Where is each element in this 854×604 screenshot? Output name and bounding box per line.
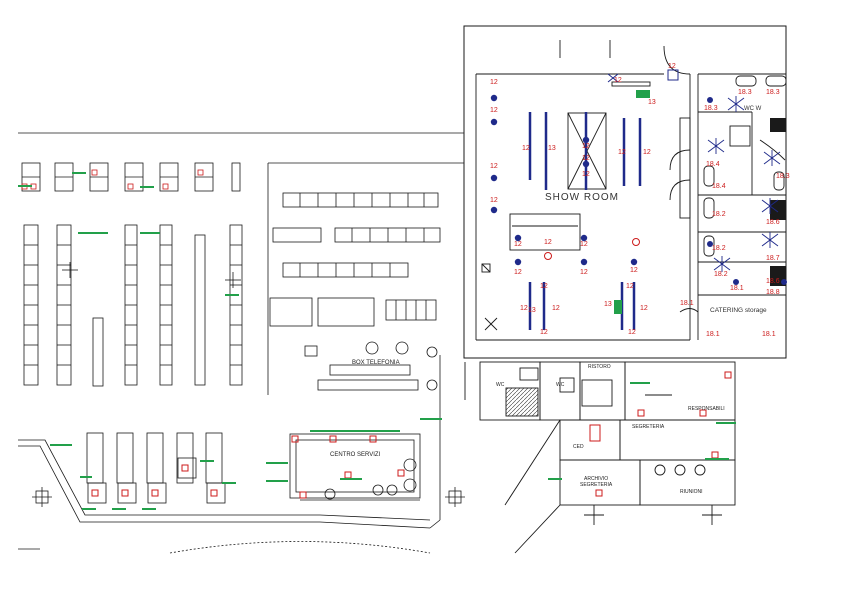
catering-storage-label: CATERING storage xyxy=(710,307,767,314)
tag-12-m: 12 xyxy=(514,241,522,248)
left-office-area xyxy=(18,132,465,387)
showroom-inset xyxy=(463,25,787,359)
tag-18-7-a: 18.7 xyxy=(766,255,780,262)
spot-devices xyxy=(490,94,787,285)
tag-12-g: 12 xyxy=(582,155,590,162)
tag-12-n: 12 xyxy=(544,239,552,246)
tag-18-5: 18.3 xyxy=(776,173,790,180)
tag-12-b: 12 xyxy=(490,107,498,114)
tag-12-l: 12 xyxy=(490,197,498,204)
exit-sign-icon-2 xyxy=(614,300,622,314)
tag-12-p: 12 xyxy=(514,269,522,276)
tag-18-8: 18.8 xyxy=(766,289,780,296)
ristoro-label: RISTORO xyxy=(588,364,611,370)
tag-12-t: 12 xyxy=(520,305,528,312)
lighting-tracks xyxy=(528,112,642,330)
showroom-tags: 12 12 12 12 13 12 13 12 12 12 12 12 12 1… xyxy=(490,63,790,338)
tag-18-1-a: 18.1 xyxy=(730,285,744,292)
tag-13-a: 13 xyxy=(648,99,656,106)
sprinkler-symbols xyxy=(707,96,781,272)
exit-sign-icon xyxy=(636,90,650,98)
tag-12-i: 12 xyxy=(618,149,626,156)
tag-13-c: 13 xyxy=(528,307,536,314)
box-telefonia-label: BOX TELEFONIA xyxy=(352,360,400,366)
centro-servizi-markers xyxy=(266,418,442,499)
tag-18-6-a: 18.6 xyxy=(766,219,780,226)
lower-right-offices xyxy=(464,361,736,554)
tag-12-u: 12 xyxy=(552,305,560,312)
wc-right-label: WC xyxy=(556,382,565,388)
tag-18-4-b: 18.4 xyxy=(712,183,726,190)
tag-12-h: 12 xyxy=(582,171,590,178)
tag-18-2-a: 18.2 xyxy=(712,211,726,218)
archivio-segreteria-label: SEGRETERIA xyxy=(580,482,613,488)
segreteria-label: SEGRETERIA xyxy=(632,424,665,430)
lower-left-area xyxy=(18,355,465,554)
tag-12-e: 12 xyxy=(522,145,530,152)
wc-left-label: WC xyxy=(496,382,505,388)
responsabili-label: RESPONSABILI xyxy=(688,406,725,412)
riunioni-label: RIUNIONI xyxy=(680,489,703,495)
tag-12-x: 12 xyxy=(640,305,648,312)
centro-servizi-area xyxy=(289,433,421,501)
tag-12-s: 12 xyxy=(540,283,548,290)
tag-18-3-a: 18.3 xyxy=(704,105,718,112)
tag-18-4-a: 18.4 xyxy=(706,161,720,168)
tag-13-b: 13 xyxy=(548,145,556,152)
tag-12-d: 12 xyxy=(668,63,676,70)
tag-12-w: 12 xyxy=(626,283,634,290)
tag-18-1-b: 18.1 xyxy=(680,300,694,307)
tag-13-d: 13 xyxy=(604,301,612,308)
tag-12-v: 12 xyxy=(540,329,548,336)
tag-12-k: 12 xyxy=(490,163,498,170)
tag-18-3-c: 18.3 xyxy=(766,89,780,96)
archivio-label: ARCHIVIO xyxy=(584,476,608,482)
tag-18-1-d: 18.1 xyxy=(762,331,776,338)
tag-18-2-c: 18.2 xyxy=(714,271,728,278)
centro-servizi-label: CENTRO SERVIZI xyxy=(330,452,381,458)
tag-12-q: 12 xyxy=(580,269,588,276)
tag-18-2-b: 18.2 xyxy=(712,245,726,252)
tag-18-6-b: 18.6 xyxy=(766,278,780,285)
lower-station-markers xyxy=(50,444,236,510)
lower-right-markers xyxy=(548,371,736,497)
tag-12-y: 12 xyxy=(628,329,636,336)
show-room-label: SHOW ROOM xyxy=(545,192,619,203)
wc-w-label: WC W xyxy=(744,106,762,112)
long-desk-rows xyxy=(23,224,243,387)
tag-12-r: 12 xyxy=(630,267,638,274)
center-storage xyxy=(267,162,465,395)
tag-18-1-c: 18.1 xyxy=(706,331,720,338)
tag-12-o: 12 xyxy=(580,241,588,248)
ced-label: CED xyxy=(573,444,584,450)
tag-12-f: 12 xyxy=(582,143,590,150)
left-area-markers xyxy=(18,169,239,296)
tag-12-j: 12 xyxy=(643,149,651,156)
tag-18-3-b: 18.3 xyxy=(738,89,752,96)
top-workstations xyxy=(21,162,241,192)
tag-12-c: 12 xyxy=(614,77,622,84)
tag-12-a: 12 xyxy=(490,79,498,86)
